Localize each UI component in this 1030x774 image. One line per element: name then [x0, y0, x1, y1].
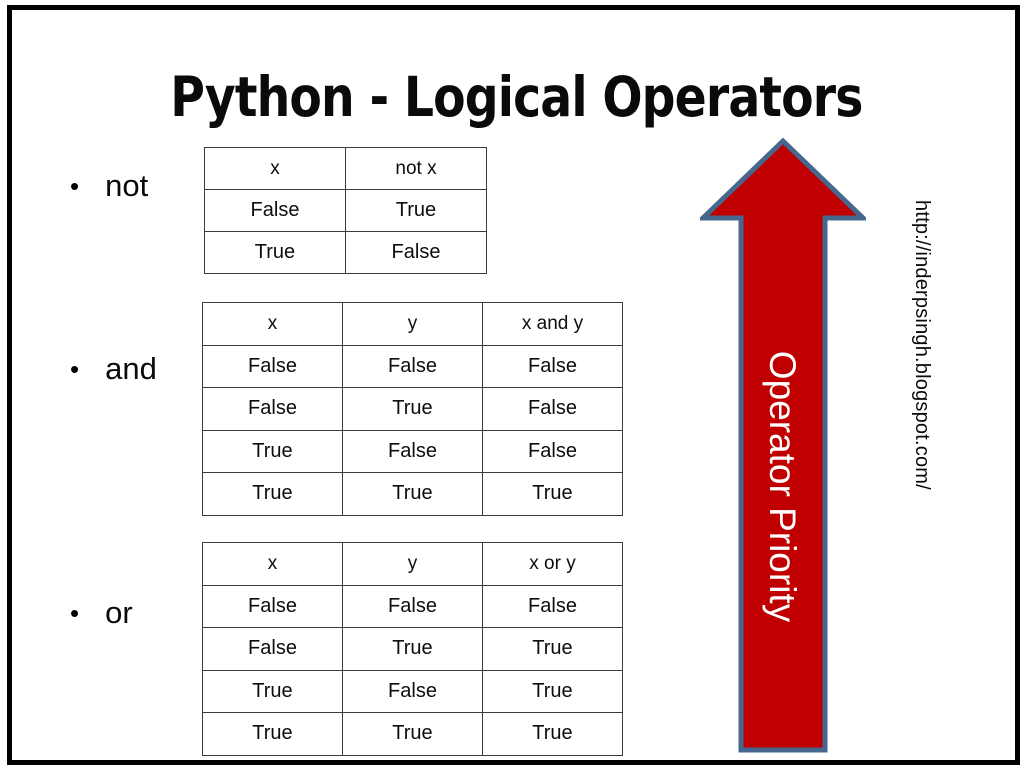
table-cell: False [482, 584, 623, 628]
table-row: False False False [202, 344, 623, 388]
table-header-cell: x [204, 147, 346, 190]
table-row: True True True [202, 472, 623, 516]
table-cell: False [342, 584, 483, 628]
table-cell: True [202, 429, 343, 473]
table-cell: True [202, 669, 343, 713]
table-header-cell: y [342, 542, 483, 586]
blog-url-text: http://inderpsingh.blogspot.com/ [911, 200, 933, 490]
table-header-cell: y [342, 302, 483, 346]
table-cell: False [202, 387, 343, 431]
bullet-label-or: or [105, 595, 133, 630]
operator-priority-arrow: Operator Priority [700, 138, 866, 754]
table-cell: True [342, 387, 483, 431]
table-cell: True [202, 472, 343, 516]
table-cell: False [342, 344, 483, 388]
table-header-cell: x [202, 542, 343, 586]
table-header-cell: x [202, 302, 343, 346]
bullet-label-and: and [105, 351, 157, 386]
table-row: True False False [202, 429, 623, 473]
page-title: Python - Logical Operators [170, 65, 863, 129]
table-header-row: x not x [204, 147, 487, 190]
truth-table-or: x y x or y False False False False True … [202, 542, 623, 756]
table-cell: False [202, 344, 343, 388]
table-cell: False [345, 231, 487, 274]
table-cell: True [202, 712, 343, 756]
table-row: False True False [202, 387, 623, 431]
table-header-cell: not x [345, 147, 487, 190]
blog-url-watermark: http://inderpsingh.blogspot.com/ [861, 200, 971, 600]
table-cell: True [482, 712, 623, 756]
table-cell: True [342, 472, 483, 516]
table-cell: False [482, 429, 623, 473]
table-cell: False [204, 189, 346, 232]
table-cell: False [482, 387, 623, 431]
table-cell: True [342, 712, 483, 756]
table-row: True True True [202, 712, 623, 756]
table-header-row: x y x and y [202, 302, 623, 346]
table-cell: False [482, 344, 623, 388]
table-cell: True [342, 627, 483, 671]
table-cell: False [342, 429, 483, 473]
up-arrow-icon [700, 138, 866, 753]
table-cell: True [482, 472, 623, 516]
table-header-cell: x and y [482, 302, 623, 346]
table-row: False True [204, 189, 487, 232]
bullet-label-not: not [105, 168, 149, 203]
table-cell: False [202, 584, 343, 628]
bullet-item-not: • not [70, 170, 200, 201]
bullet-item-or: • or [70, 597, 200, 628]
table-cell: True [482, 669, 623, 713]
table-header-row: x y x or y [202, 542, 623, 586]
table-row: False True True [202, 627, 623, 671]
table-cell: True [204, 231, 346, 274]
bullet-dot-icon: • [70, 353, 80, 384]
bullet-dot-icon: • [70, 170, 80, 201]
table-cell: False [342, 669, 483, 713]
truth-table-and: x y x and y False False False False True… [202, 302, 623, 516]
table-header-cell: x or y [482, 542, 623, 586]
bullet-item-and: • and [70, 353, 200, 384]
table-row: False False False [202, 584, 623, 628]
table-row: True False [204, 231, 487, 274]
table-cell: True [345, 189, 487, 232]
bullet-dot-icon: • [70, 597, 80, 628]
table-cell: False [202, 627, 343, 671]
table-row: True False True [202, 669, 623, 713]
slide-canvas: Python - Logical Operators • not x not x… [7, 5, 1020, 765]
truth-table-not: x not x False True True False [204, 147, 487, 274]
table-cell: True [482, 627, 623, 671]
